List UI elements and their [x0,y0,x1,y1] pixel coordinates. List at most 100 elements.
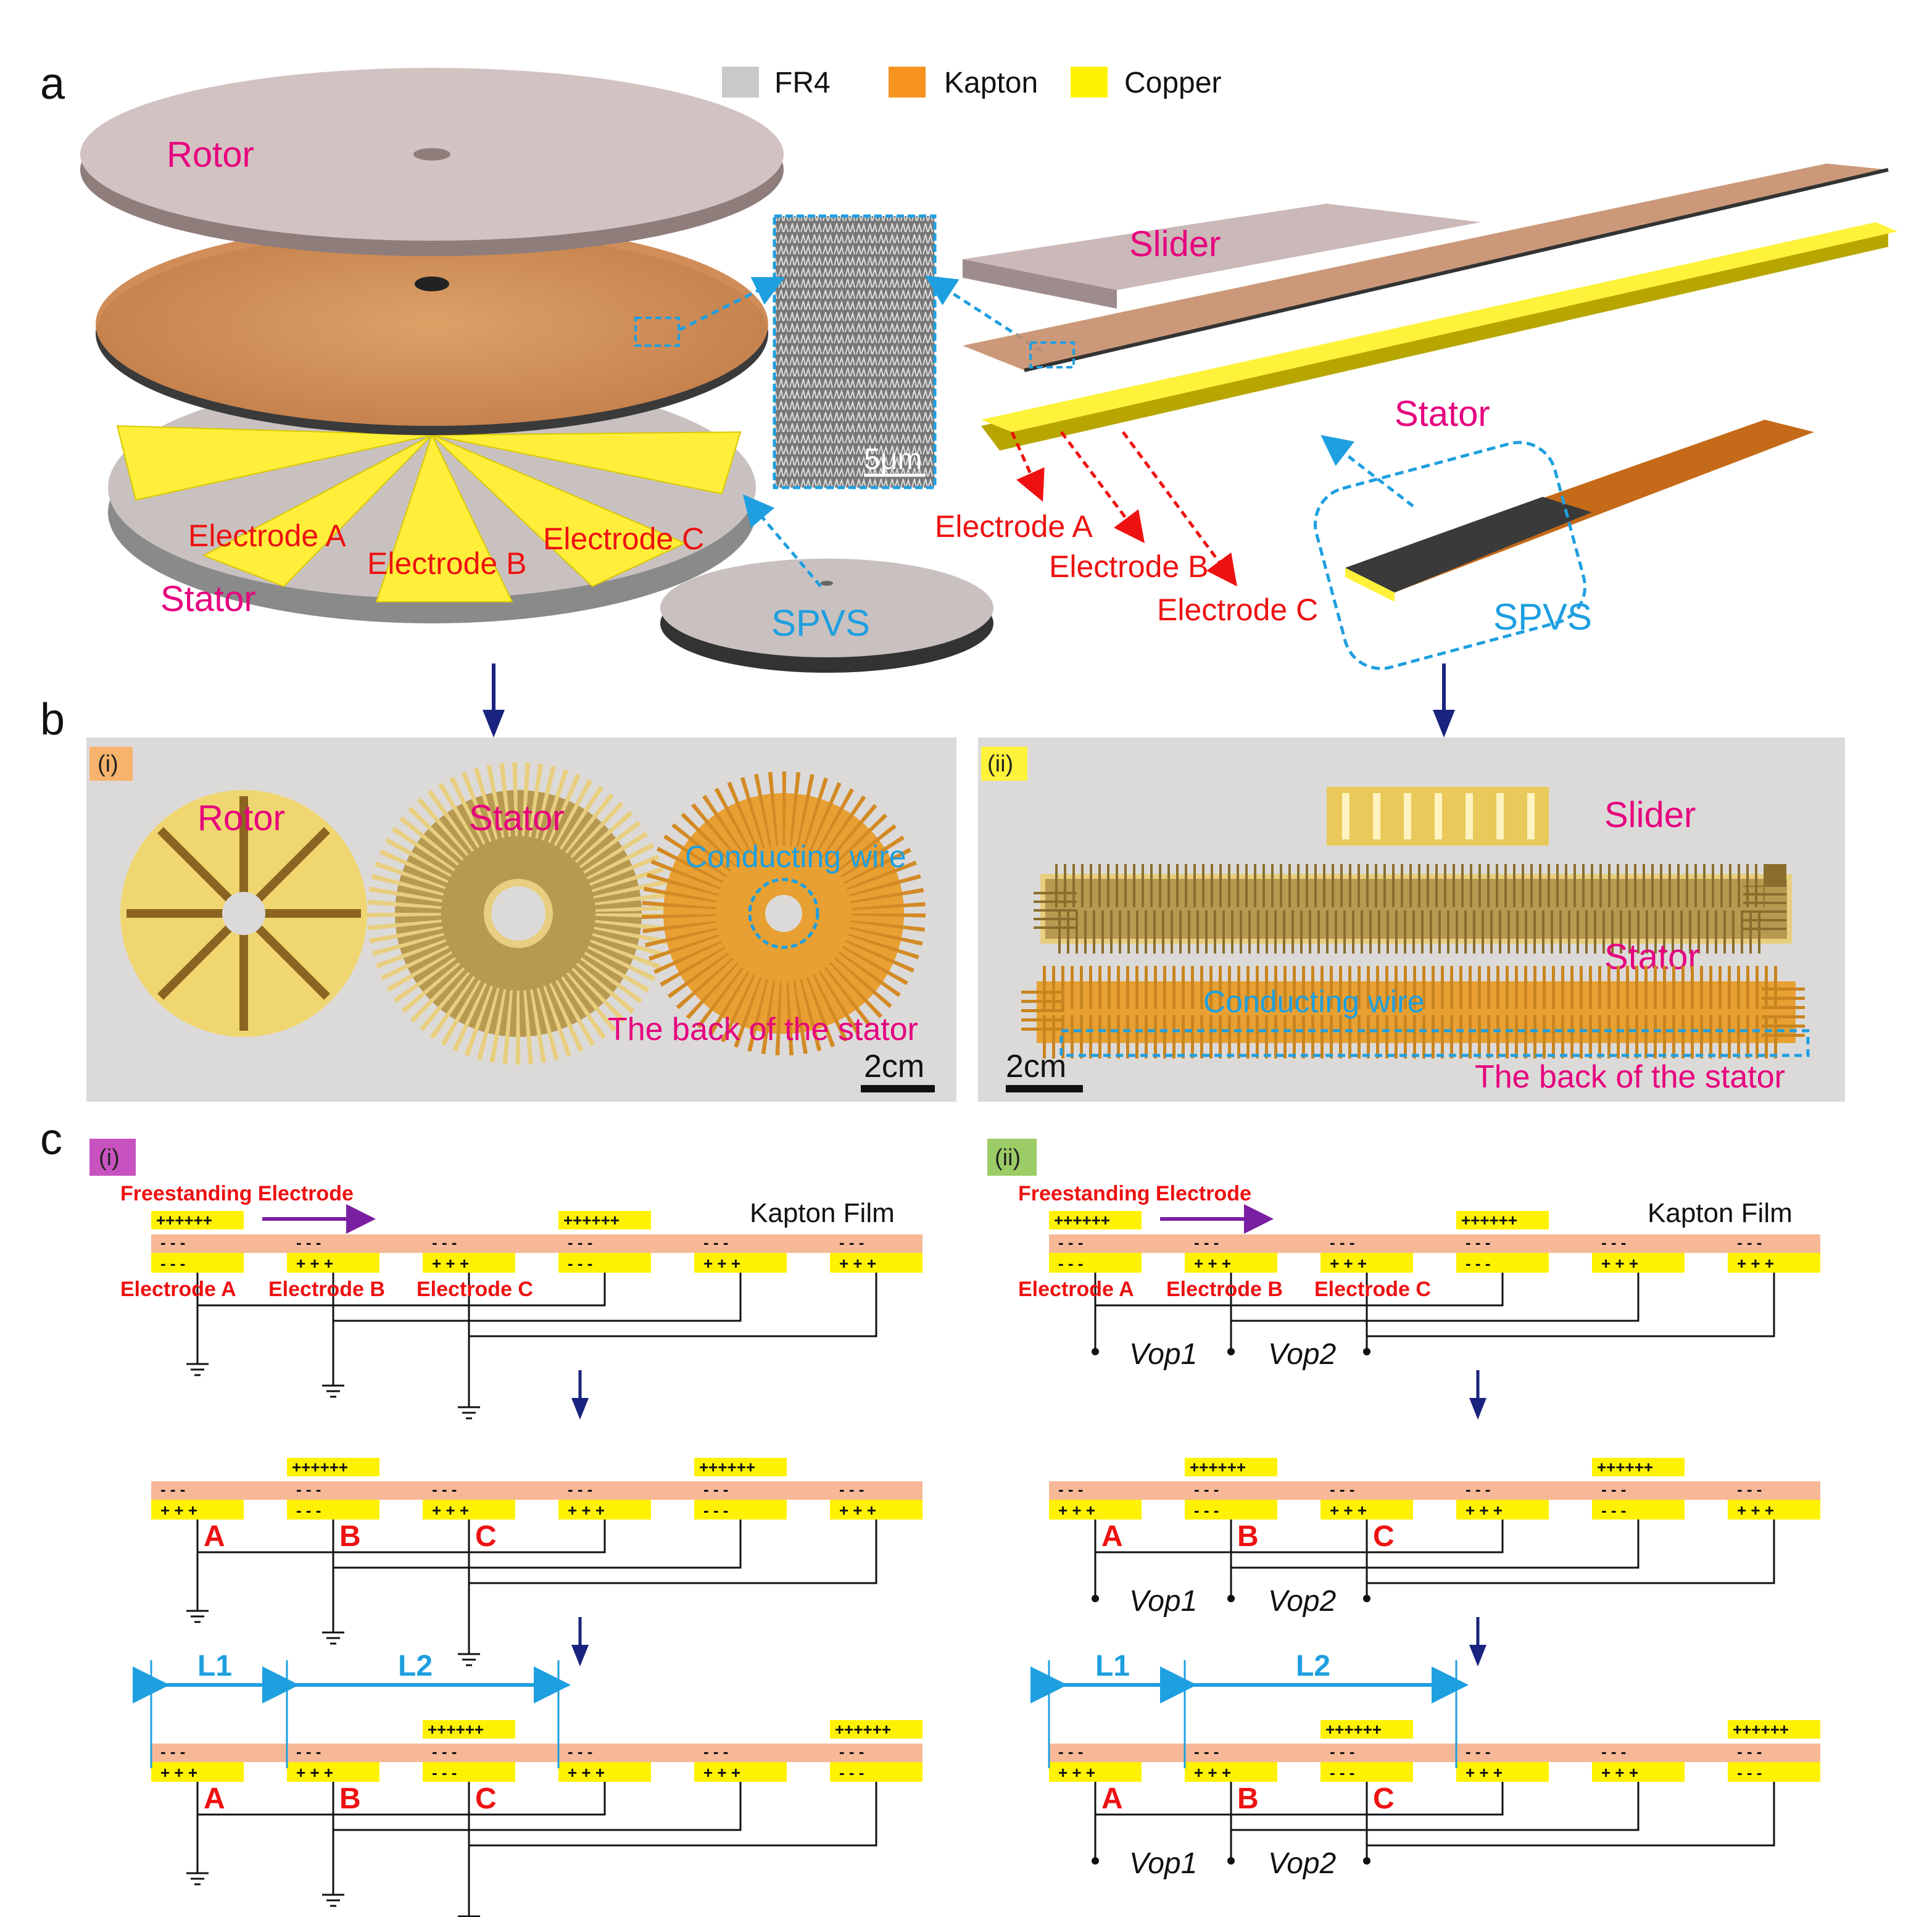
electrode-strip [151,1500,244,1520]
photo-stator-fingers [367,762,670,1065]
photo-back-lines [642,771,926,1055]
arrow-electrode-a [1010,431,1045,502]
label-electrode-a: Electrode A [1018,1278,1134,1301]
label-vop2: Vop2 [1268,1338,1336,1371]
electrode-strip [830,1253,922,1273]
label-B: B [1237,1782,1259,1815]
label-electrode-a-left: Electrode A [188,518,346,553]
electrode-charge: + + + [1466,1763,1503,1782]
electrode-charge: + + + [1058,1501,1095,1520]
film-charge: - - - [839,1480,864,1499]
label-electrode-c-right: Electrode C [1157,593,1318,627]
wire [1094,1520,1504,1553]
label-freestanding: Freestanding Electrode [120,1182,354,1205]
film-charge: - - - [160,1480,185,1499]
panel-letter-b: b [40,695,65,744]
electrode-strip [1728,1500,1820,1520]
electrode-charge: + + + [296,1763,333,1782]
electrode-strip [694,1253,787,1273]
electrode-charge: - - - [432,1763,457,1782]
ground-symbol [458,1915,480,1917]
electrode-strip [423,1500,515,1520]
label-rotor: Rotor [167,135,254,175]
legend-label-copper: Copper [1124,67,1221,99]
down-arrow-left-head [483,710,505,738]
legend-label-fr4: FR4 [774,67,831,99]
step-arrow-head [1469,1645,1486,1666]
electrode-strip [1320,1253,1413,1273]
label-vop2: Vop2 [1268,1847,1336,1880]
electrode-strip [1456,1253,1549,1273]
film-charge: - - - [1737,1480,1762,1499]
wire [1094,1273,1504,1307]
linear-slider [963,204,1481,290]
linear-exploded-view: Slider Stator Electrode A Electrode B El… [935,164,1897,670]
electrode-strip [287,1762,379,1782]
linear-kapton-edge [1024,168,1889,372]
freestanding-charge: ++++++ [563,1211,620,1229]
output-terminal [1363,1857,1370,1865]
film-charge: - - - [432,1742,457,1761]
film-charge: - - - [1601,1480,1626,1499]
label-A: A [204,1520,225,1553]
wire [1094,1782,1504,1816]
film-charge: - - - [1058,1742,1083,1761]
rotary-exploded-view: Rotor Stator Electrode A Electrode B Ele… [80,68,784,623]
electrode-strip [1456,1762,1549,1782]
electrode-charge: - - - [1194,1501,1219,1520]
photo-label-conducting-wire: Conducting wire [685,839,906,874]
label-electrode-b: Electrode B [268,1278,385,1301]
film-charge: - - - [1058,1480,1083,1499]
legend-label-kapton: Kapton [944,67,1038,99]
ground-symbol [322,1384,344,1398]
electrode-charge: + + + [1194,1254,1231,1273]
wire [332,1273,742,1322]
electrode-strip [151,1762,244,1782]
electrode-charge: + + + [1601,1254,1638,1273]
electrode-charge: + + + [1194,1763,1231,1782]
electrode-charge: - - - [703,1501,728,1520]
label-vop1: Vop1 [1129,1585,1197,1618]
spvs-linear-box [1313,441,1587,670]
electrode-charge: - - - [1330,1763,1354,1782]
output-terminal [1227,1857,1235,1865]
ground-symbol [186,1610,209,1623]
circuit-state-vop-1: +++++++++++++ + +- - -- - -- - -+ + +- -… [1049,1458,1820,1666]
spvs-disk-hole [821,581,833,586]
linear-slider-edge [963,259,1117,309]
freestanding-strip [694,1458,787,1476]
photo-label-slider: Slider [1604,795,1696,835]
arrow-electrode-b [1060,431,1145,543]
electrode-strip [1592,1500,1685,1520]
wire [1366,1273,1775,1337]
legend-swatch-kapton [889,67,926,98]
ground-symbol [186,1363,209,1376]
output-terminal [1092,1595,1099,1602]
wire [468,1520,877,1584]
arrows-a-to-b [483,663,1455,738]
circuit-state-gnd-2: +++++++++++++ + +- - -+ + +- - -- - -- -… [133,1650,922,1917]
electrode-strip [694,1762,787,1782]
step-arrow-head [571,1645,589,1666]
electrode-charge: + + + [703,1254,740,1273]
electrode-charge: - - - [1466,1254,1490,1273]
label-electrode-c: Electrode C [1314,1278,1431,1301]
freestanding-strip [558,1211,651,1229]
tag-bii-bg [981,747,1027,781]
electrode-charge: + + + [432,1501,469,1520]
electrode-charge: + + + [1737,1254,1774,1273]
tag-cii-bg [987,1139,1037,1176]
label-freestanding: Freestanding Electrode [1018,1182,1251,1205]
wire [1230,1273,1640,1322]
electrode-strip [1049,1253,1142,1273]
down-arrow-right-head [1433,710,1455,738]
label-C: C [475,1782,497,1815]
circuit-state-gnd-1: +++++++++++++ + +- - -- - -- - -+ + +- -… [151,1458,922,1666]
freestanding-charge: ++++++ [156,1211,212,1229]
freestanding-charge: ++++++ [1597,1458,1653,1476]
electrode-charge: + + + [568,1763,605,1782]
kapton-film-strip [151,1234,922,1253]
electrode-charge: + + + [1058,1763,1095,1782]
electrode-strip [1185,1500,1277,1520]
